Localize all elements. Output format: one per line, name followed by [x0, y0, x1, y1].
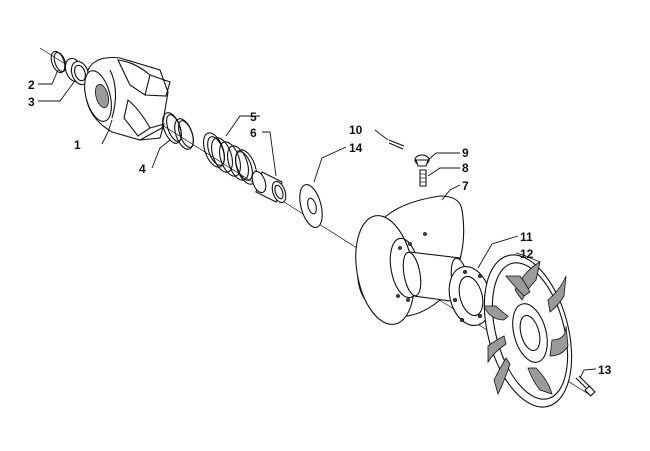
callout-9: 9: [462, 146, 469, 160]
part-movable-sheave: [355, 195, 470, 325]
callout-2: 2: [28, 78, 35, 92]
part-cap-screw: [414, 154, 430, 187]
part-spider-housing: [84, 56, 171, 141]
callout-14: 14: [349, 141, 363, 155]
part-pin: [388, 139, 405, 150]
part-sleeve: [251, 170, 287, 204]
callout-1: 1: [74, 138, 81, 152]
leader-lines: [38, 69, 597, 379]
part-bushing: [64, 57, 90, 86]
callout-labels: 1 2 3 4 5 6 7 8 9 10 11 12 13 14: [28, 78, 612, 377]
callout-12: 12: [520, 247, 534, 261]
part-fan-cover: [483, 254, 573, 408]
callout-6: 6: [250, 126, 257, 140]
callout-13: 13: [598, 363, 612, 377]
part-o-rings: [162, 112, 194, 150]
part-bolt: [575, 375, 596, 397]
callout-3: 3: [28, 95, 35, 109]
callout-7: 7: [462, 179, 469, 193]
callout-10: 10: [349, 123, 363, 137]
callout-11: 11: [520, 230, 533, 244]
callout-8: 8: [462, 161, 469, 175]
part-snap-ring: [50, 50, 67, 74]
part-washer: [299, 184, 323, 228]
part-spring: [202, 132, 258, 185]
callout-5: 5: [250, 110, 257, 124]
callout-4: 4: [139, 162, 146, 176]
